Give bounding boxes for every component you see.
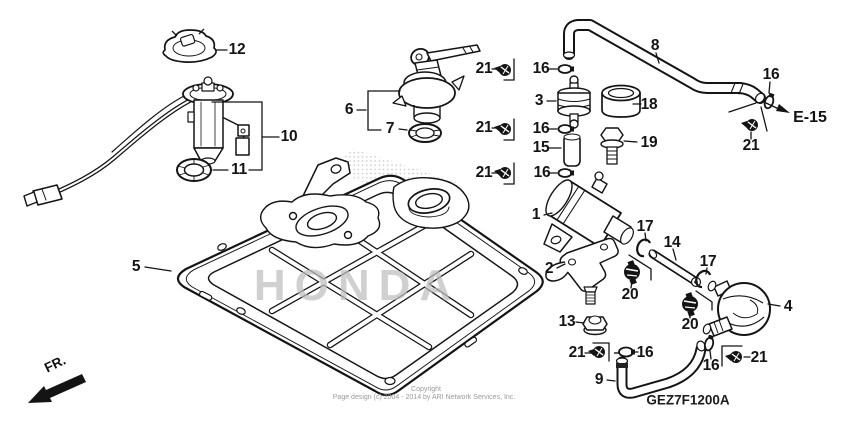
clip-16-a — [557, 64, 574, 74]
bracket-2 — [545, 237, 619, 305]
callout-21-a: 21 — [475, 60, 493, 77]
fuel-filter-3 — [557, 75, 591, 129]
fr-arrow — [28, 374, 86, 403]
fuel-pump-unit-10 — [23, 76, 250, 207]
copyright-line-2: Page design (c) 2004 - 2014 by ARI Netwo… — [332, 394, 516, 401]
clamp-20-a — [624, 260, 640, 285]
callout-9: 9 — [594, 371, 604, 388]
screw-21-a — [494, 64, 511, 76]
clip-16-d — [763, 92, 775, 110]
callout-17-b: 17 — [699, 253, 717, 270]
callout-7: 7 — [385, 120, 395, 137]
screw-21-f — [725, 351, 742, 363]
callout-21-e: 21 — [568, 344, 586, 361]
callout-14: 14 — [663, 234, 681, 251]
clamps-20 — [624, 260, 698, 317]
clips-16 — [557, 64, 775, 358]
clamp-20-b — [682, 292, 698, 317]
hose-8 — [562, 19, 766, 104]
callout-21-b: 21 — [475, 119, 493, 136]
seal-7 — [408, 123, 442, 143]
callout-15: 15 — [532, 139, 550, 156]
callout-17-a: 17 — [636, 218, 654, 235]
clip-17-a — [636, 238, 652, 258]
screw-21-c — [494, 167, 511, 179]
callout-20-b: 20 — [681, 316, 699, 333]
callout-16-f: 16 — [702, 357, 720, 374]
filler-neck — [392, 177, 470, 229]
callout-6: 6 — [344, 101, 354, 118]
callout-21-f: 21 — [750, 349, 768, 366]
clip-16-f — [703, 334, 715, 352]
callout-16-e: 16 — [636, 344, 654, 361]
clip-16-b — [557, 124, 574, 134]
honda-watermark: HONDA — [253, 261, 461, 310]
leader-lines — [144, 49, 790, 382]
callout-4: 4 — [783, 298, 793, 315]
callout-16-b: 16 — [532, 120, 550, 137]
fuel-tank — [176, 157, 544, 397]
collar-18 — [601, 84, 641, 118]
callout-16-a: 16 — [532, 60, 550, 77]
callout-1: 1 — [531, 206, 541, 223]
nut-13 — [582, 315, 608, 336]
screw-21-b — [494, 123, 511, 135]
screw-21-d — [741, 119, 758, 131]
clip-17-b — [695, 269, 712, 289]
tube-15 — [563, 133, 581, 167]
callout-21-c: 21 — [475, 164, 493, 181]
clip-16-c — [557, 168, 574, 178]
tank-gasket-contour — [259, 193, 381, 249]
fuel-strainer-4 — [702, 280, 771, 337]
callout-13: 13 — [558, 313, 576, 330]
callout-21-d: 21 — [742, 137, 760, 154]
callout-8: 8 — [650, 37, 660, 54]
clip-16-e — [614, 346, 635, 358]
screw-21-e — [588, 346, 605, 358]
callout-10: 10 — [280, 128, 298, 145]
callout-16-d: 16 — [762, 66, 780, 83]
callout-12: 12 — [228, 41, 246, 58]
callout-20-a: 20 — [621, 286, 639, 303]
seal-ring-11 — [176, 158, 212, 182]
copyright-line-1: Copyright — [411, 386, 441, 393]
callout-19: 19 — [640, 134, 658, 151]
callout-3: 3 — [534, 92, 544, 109]
reference-label-e15: E-15 — [793, 109, 827, 126]
callout-16-c: 16 — [533, 164, 551, 181]
bolt-19 — [600, 127, 624, 165]
callout-2: 2 — [544, 260, 554, 277]
callout-5: 5 — [131, 258, 141, 275]
clips-17 — [636, 238, 712, 289]
cap-12 — [162, 28, 217, 63]
diagram-code: GEZ7F1200A — [646, 392, 730, 408]
fuel-cap-6 — [392, 44, 481, 124]
callout-11: 11 — [231, 161, 247, 178]
callout-18: 18 — [640, 96, 658, 113]
